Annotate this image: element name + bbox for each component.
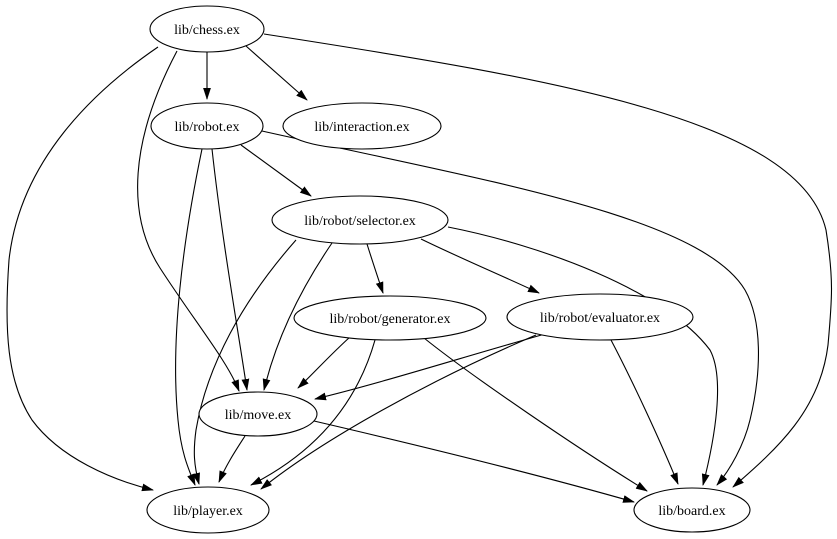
edge-evaluator-to-move xyxy=(314,333,546,401)
node-lib-player-ex: lib/player.ex xyxy=(146,486,270,534)
edge-move-to-player xyxy=(218,435,246,483)
node-label: lib/board.ex xyxy=(658,504,725,519)
node-lib-robot-evaluator-ex: lib/robot/evaluator.ex xyxy=(506,293,694,341)
edges xyxy=(6,33,833,503)
node-ellipse xyxy=(293,295,487,341)
node-label: lib/robot.ex xyxy=(175,120,240,135)
node-ellipse xyxy=(271,195,449,245)
edge-generator-to-move xyxy=(297,336,351,389)
edge-selector-to-evaluator xyxy=(420,238,540,294)
edge-move-to-board xyxy=(313,420,635,503)
edge-robot-to-player xyxy=(175,148,203,486)
edge-robot-to-board xyxy=(261,130,759,486)
node-ellipse xyxy=(150,102,264,150)
edge-chess-to-player xyxy=(6,46,159,492)
edge-robot-to-selector xyxy=(240,144,312,197)
node-ellipse xyxy=(282,102,442,150)
node-label: lib/player.ex xyxy=(173,504,243,519)
node-lib-move-ex: lib/move.ex xyxy=(198,391,318,437)
node-label: lib/robot/generator.ex xyxy=(330,312,451,327)
node-lib-robot-ex: lib/robot.ex xyxy=(150,102,264,150)
node-lib-board-ex: lib/board.ex xyxy=(633,487,751,533)
node-lib-interaction-ex: lib/interaction.ex xyxy=(282,102,442,150)
node-lib-robot-selector-ex: lib/robot/selector.ex xyxy=(271,195,449,245)
edge-evaluator-to-board xyxy=(610,339,679,485)
node-label: lib/robot/selector.ex xyxy=(304,214,416,229)
edge-selector-to-generator xyxy=(366,243,384,294)
node-ellipse xyxy=(506,293,694,341)
edge-generator-to-board xyxy=(423,337,648,492)
edge-chess-to-move xyxy=(137,50,240,392)
nodes: lib/chess.ex lib/robot.ex lib/interactio… xyxy=(146,5,751,534)
edge-robot-to-move xyxy=(211,148,250,391)
node-lib-robot-generator-ex: lib/robot/generator.ex xyxy=(293,295,487,341)
node-lib-chess-ex: lib/chess.ex xyxy=(149,5,265,53)
node-label: lib/move.ex xyxy=(225,408,292,423)
edge-selector-to-player xyxy=(192,239,297,485)
edge-selector-to-move xyxy=(262,242,333,391)
edge-chess-to-board xyxy=(263,33,833,488)
node-ellipse xyxy=(198,391,318,437)
node-label: lib/interaction.ex xyxy=(314,120,409,135)
node-label: lib/robot/evaluator.ex xyxy=(540,311,660,326)
edge-generator-to-player xyxy=(250,339,376,486)
edge-evaluator-to-player xyxy=(260,334,537,490)
node-ellipse xyxy=(633,487,751,533)
node-ellipse xyxy=(149,5,265,53)
edge-selector-to-board xyxy=(447,226,719,486)
node-label: lib/chess.ex xyxy=(174,23,240,38)
edge-chess-to-interaction xyxy=(245,45,308,101)
node-ellipse xyxy=(146,486,270,534)
